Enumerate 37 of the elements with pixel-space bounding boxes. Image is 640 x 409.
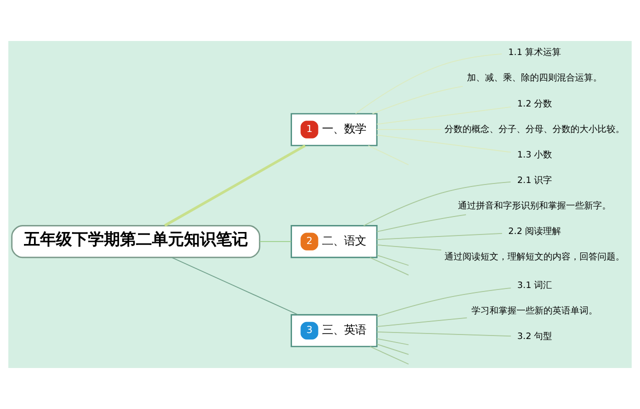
node-text: 通过拼音和字形识别和掌握一些新字。 [458,202,612,212]
node-text: 1.1 算术运算 [508,48,562,58]
connector [376,344,409,355]
connector [376,134,512,153]
node-text: 1.2 分数 [517,99,552,110]
node-text: 1.3 小数 [517,150,552,160]
node-text: 加、减、乘、除的四则混合运算。 [467,74,602,84]
connector [376,288,512,317]
connector [370,257,409,276]
connector [372,86,464,114]
connector [164,144,306,227]
connector [363,182,512,226]
node-text: 2.2 阅读理解 [508,227,562,238]
node-text: 3.1 词汇 [517,280,552,291]
connector [368,145,409,166]
node-text: 分数的概念、分子、分母、分数的大小比较。 [444,124,625,135]
connector [376,233,502,240]
connector [376,129,442,130]
connector [259,241,292,242]
connector [376,106,512,125]
node-text: 3.2 句型 [517,332,552,342]
connector [171,257,298,316]
connector [376,332,512,337]
connector [376,338,409,346]
node-box: 五年级下学期第二单元知识笔记 [11,225,260,258]
node-text: 2.1 识字 [517,176,552,186]
node-box: 2 二、语文 [290,225,378,258]
connector [376,214,466,232]
node-text: 通过阅读短文，理解短文的内容，回答问题。 [444,252,625,263]
connector [376,317,468,327]
connector [376,254,409,266]
node-box: 1 一、数学 [290,113,378,146]
connector [370,346,409,365]
node-text: 学习和掌握一些新的英语单词。 [472,306,598,316]
node-box: 3 三、英语 [290,314,378,348]
connector [376,244,442,251]
connector [355,54,502,114]
